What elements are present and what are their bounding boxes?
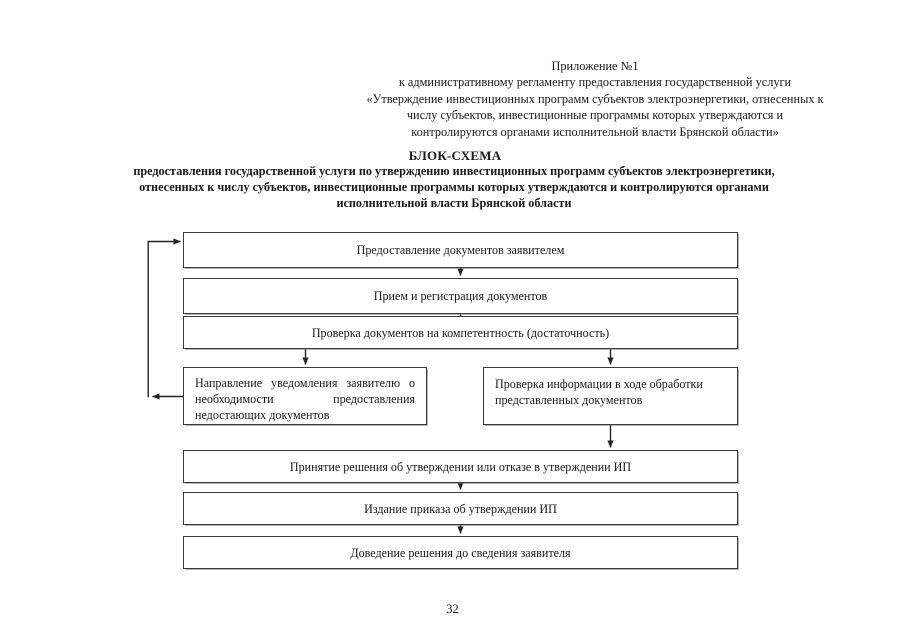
flow-node-label: Направление уведомления заявителю о необ… bbox=[195, 376, 415, 422]
flow-node-label: Доведение решения до сведения заявителя bbox=[350, 545, 571, 560]
appendix-header-line-3: «Утверждение инвестиционных программ суб… bbox=[366, 91, 824, 106]
appendix-header-line-4: числу субъектов, инвестиционные программ… bbox=[406, 108, 784, 123]
flow-node-label: Предоставление документов заявителем bbox=[356, 243, 565, 257]
appendix-header: Приложение №1 к административному реглам… bbox=[330, 58, 860, 140]
appendix-header-line-5: контролируются органами исполнительной в… bbox=[411, 124, 779, 139]
flow-node-label: Прием и регистрация документов bbox=[373, 289, 548, 303]
flow-node-label: Проверка информации в ходе обработки пре… bbox=[495, 377, 703, 407]
flow-node-issuance-of-order[interactable]: Издание приказа об утверждении ИП bbox=[183, 492, 738, 525]
page-subtitle: предоставления государственной услуги по… bbox=[58, 164, 850, 211]
page-subtitle-line-2: отнесенных к числу субъектов, инвестицио… bbox=[139, 179, 769, 194]
page-subtitle-line-1: предоставления государственной услуги по… bbox=[133, 164, 775, 178]
page-number: 32 bbox=[446, 602, 459, 616]
flow-node-notify-applicant-of-decision[interactable]: Доведение решения до сведения заявителя bbox=[183, 536, 738, 569]
flow-node-submission-of-documents[interactable]: Предоставление документов заявителем bbox=[183, 232, 738, 268]
flow-node-notification-to-applicant[interactable]: Направление уведомления заявителю о необ… bbox=[183, 367, 427, 425]
flow-node-decision-approval-or-refusal[interactable]: Принятие решения об утверждении или отка… bbox=[183, 450, 738, 483]
flow-node-label: Издание приказа об утверждении ИП bbox=[364, 501, 557, 516]
flow-node-label: Проверка документов на компетентность (д… bbox=[311, 325, 610, 340]
flow-node-label: Принятие решения об утверждении или отка… bbox=[289, 459, 632, 474]
page-title: БЛОК-СХЕМА bbox=[60, 148, 850, 165]
page-title-text: БЛОК-СХЕМА bbox=[408, 148, 502, 163]
flow-node-receipt-and-registration[interactable]: Прием и регистрация документов bbox=[183, 278, 738, 314]
flow-node-competence-check[interactable]: Проверка документов на компетентность (д… bbox=[183, 316, 738, 349]
flow-node-information-verification[interactable]: Проверка информации в ходе обработки пре… bbox=[483, 367, 738, 425]
edge-n4-to-n1-feedback bbox=[147, 238, 183, 400]
appendix-header-line-1: Приложение №1 bbox=[551, 59, 639, 73]
appendix-header-line-2: к административному регламенту предостав… bbox=[398, 75, 792, 90]
page-subtitle-line-3: исполнительной власти Брянской области bbox=[336, 195, 572, 210]
